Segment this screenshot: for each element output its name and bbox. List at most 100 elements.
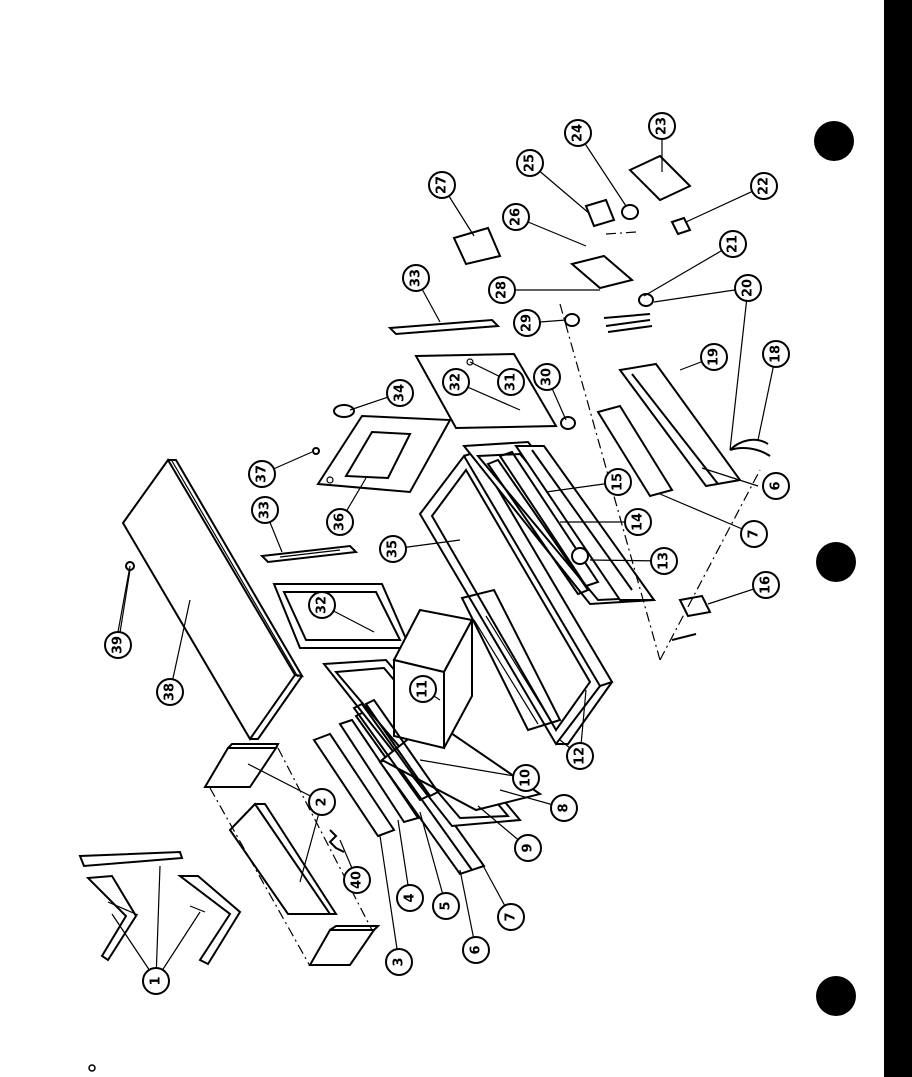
callout-32: 32 (308, 591, 336, 619)
callout-12: 12 (566, 742, 594, 770)
callout-circle (432, 892, 460, 920)
callout-1: 1 (142, 967, 170, 995)
part-4-rail (338, 718, 420, 824)
callout-label: 25 (523, 154, 538, 172)
callout-31: 31 (497, 368, 525, 396)
callout-27: 27 (428, 171, 456, 199)
callout-5: 5 (432, 892, 460, 920)
callout-label: 10 (519, 769, 534, 787)
part-29-30-nuts (560, 313, 580, 430)
callout-33: 33 (402, 264, 430, 292)
part-37-screw (312, 447, 320, 455)
callout-label: 32 (449, 373, 464, 391)
callout-26: 26 (502, 203, 530, 231)
callout-23: 23 (648, 112, 676, 140)
callout-39: 39 (104, 631, 132, 659)
part-33-upper-bar (387, 318, 501, 336)
callout-15: 15 (604, 468, 632, 496)
part-2-side-panels (203, 743, 381, 966)
callout-label: 9 (521, 843, 536, 852)
callout-label: 24 (571, 124, 586, 142)
part-10-strips (352, 698, 440, 802)
callout-circle (396, 884, 424, 912)
callout-label: 23 (655, 117, 670, 135)
callout-circle (379, 535, 407, 563)
part-40-spring (328, 829, 345, 853)
callout-30: 30 (533, 363, 561, 391)
callout-11: 11 (409, 675, 437, 703)
callout-circle (734, 274, 762, 302)
callout-circle (488, 276, 516, 304)
callout-circle (550, 794, 578, 822)
callout-10: 10 (512, 764, 540, 792)
callout-33: 33 (251, 496, 279, 524)
callout-circle (719, 230, 747, 258)
part-23-cover (628, 154, 692, 202)
callout-label: 35 (386, 540, 401, 558)
page-edge-bar (884, 0, 912, 1077)
callout-label: 19 (707, 348, 722, 366)
callout-18: 18 (762, 340, 790, 368)
callout-37: 37 (248, 460, 276, 488)
callout-circle (462, 936, 490, 964)
callout-40: 40 (343, 866, 371, 894)
callout-label: 37 (255, 465, 270, 483)
callout-label: 14 (631, 513, 646, 531)
callout-circle (762, 472, 790, 500)
callout-label: 33 (258, 501, 273, 519)
callout-circle (248, 460, 276, 488)
callout-6: 6 (462, 936, 490, 964)
callout-label: 33 (409, 269, 424, 287)
callout-label: 13 (657, 552, 672, 570)
callout-circle (251, 496, 279, 524)
callout-circle (650, 547, 678, 575)
callout-34: 34 (386, 379, 414, 407)
callout-label: 8 (557, 803, 572, 812)
callout-circle (533, 363, 561, 391)
part-18-cord (729, 438, 771, 457)
part-16-panel (514, 445, 656, 601)
callout-circle (409, 675, 437, 703)
callout-circle (516, 149, 544, 177)
callout-circle (343, 866, 371, 894)
callout-circle (385, 948, 413, 976)
callout-19: 19 (700, 343, 728, 371)
callout-38: 38 (156, 678, 184, 706)
callout-label: 21 (726, 235, 741, 253)
callout-circle (564, 119, 592, 147)
callout-label: 30 (540, 368, 555, 386)
callout-label: 15 (611, 473, 626, 491)
callout-28: 28 (488, 276, 516, 304)
callout-9: 9 (514, 834, 542, 862)
binder-hole-top (814, 121, 854, 161)
callout-circle (386, 379, 414, 407)
callout-circle (648, 112, 676, 140)
callout-22: 22 (750, 172, 778, 200)
callout-label: 38 (163, 683, 178, 701)
callout-circle (752, 571, 780, 599)
callout-circle (497, 368, 525, 396)
callout-label: 22 (757, 177, 772, 195)
callout-circle (512, 764, 540, 792)
callout-13: 13 (650, 547, 678, 575)
part-34-grommet (333, 404, 355, 418)
callout-7: 7 (740, 520, 768, 548)
part-callouts: 1234566778910111213141516181920212223242… (104, 112, 790, 995)
part-24-knob (621, 204, 639, 220)
part-20-21-wires (603, 293, 654, 333)
callout-2: 2 (308, 788, 336, 816)
callout-circle (428, 171, 456, 199)
callout-label: 12 (573, 747, 588, 765)
callout-circle (308, 788, 336, 816)
callout-circle (326, 508, 354, 536)
callout-label: 31 (504, 373, 519, 391)
callout-label: 1 (149, 976, 164, 985)
callout-circle (442, 368, 470, 396)
callout-circle (156, 678, 184, 706)
part-15-plug (671, 594, 712, 641)
part-1-brackets (78, 850, 242, 966)
callout-6: 6 (762, 472, 790, 500)
part-22-clip (670, 216, 692, 236)
callout-29: 29 (513, 309, 541, 337)
callout-circle (750, 172, 778, 200)
